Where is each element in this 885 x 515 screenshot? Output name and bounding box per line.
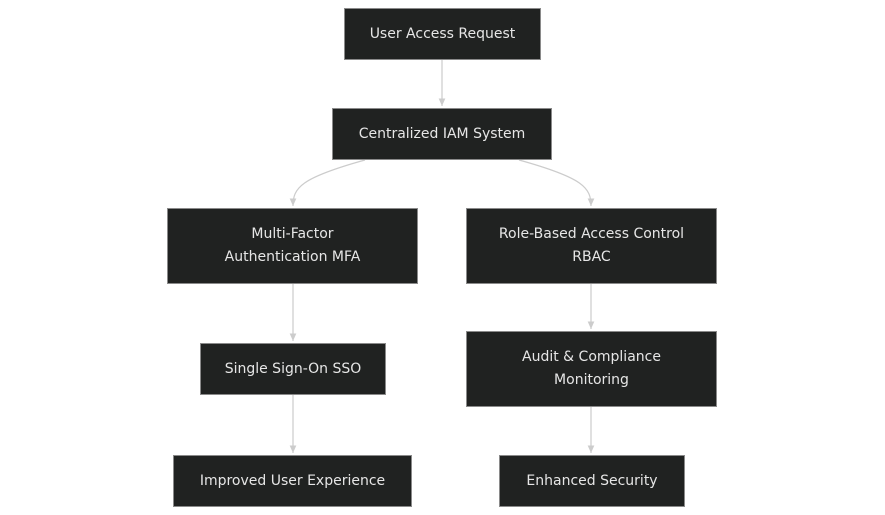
node-label: Multi-Factor Authentication MFA [224,226,361,265]
node-enhanced-security: Enhanced Security [499,455,685,507]
node-label: Audit & Compliance Monitoring [522,349,661,388]
node-single-sign-on: Single Sign-On SSO [200,343,386,395]
edge-iam-to-rbac [518,159,595,207]
node-label: Enhanced Security [526,472,658,489]
node-user-access-request: User Access Request [344,8,541,60]
node-role-based-access-control: Role-Based Access Control RBAC [466,208,717,284]
edge-iam-to-mfa [289,159,366,207]
node-centralized-iam-system: Centralized IAM System [332,108,552,160]
node-multi-factor-authentication: Multi-Factor Authentication MFA [167,208,418,284]
node-label: User Access Request [369,25,516,42]
node-improved-user-experience: Improved User Experience [173,455,412,507]
node-label: Improved User Experience [199,472,386,489]
node-label: Role-Based Access Control RBAC [498,226,685,265]
node-label: Single Sign-On SSO [224,360,362,377]
node-audit-compliance-monitoring: Audit & Compliance Monitoring [466,331,717,407]
node-label: Centralized IAM System [358,125,526,142]
